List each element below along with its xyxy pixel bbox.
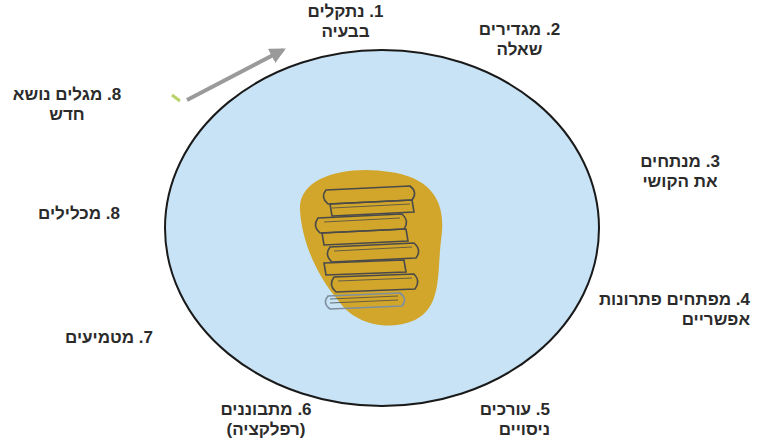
step-label: 8. מכלילים xyxy=(5,204,120,224)
cycle-arrow xyxy=(187,50,283,100)
step-label: 3. מנתחים את הקושי xyxy=(628,152,732,191)
step-label: 6. מתבוננים (רפלקציה) xyxy=(208,400,324,439)
step-label: 1. נתקלים בבעיה xyxy=(288,2,403,41)
highlight-blob xyxy=(300,170,442,326)
step-label: 8. מגלים נושא חדש xyxy=(5,85,129,124)
tick-mark xyxy=(172,95,180,101)
step-label: 5. עורכים ניסויים xyxy=(460,400,550,439)
step-label: 7. מטמיעים xyxy=(38,328,153,348)
step-label: 2. מגדירים שאלה xyxy=(472,20,567,59)
step-label: 4. מפתחים פתרונות אפשריים xyxy=(566,290,750,329)
cycle-ellipse xyxy=(165,50,599,406)
book-stack xyxy=(315,186,418,309)
